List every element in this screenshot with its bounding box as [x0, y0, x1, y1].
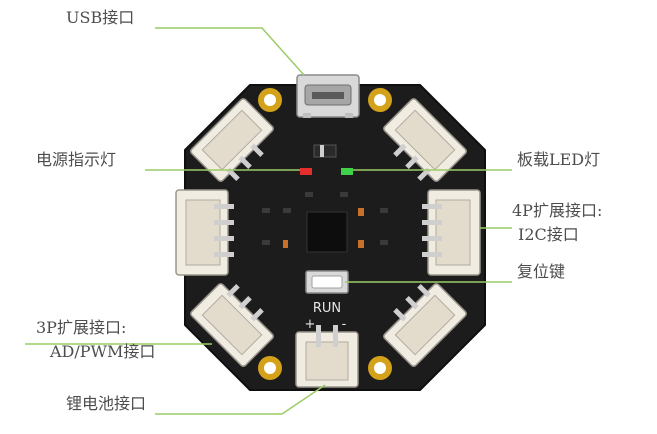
ad-pwm-connector: [190, 283, 274, 367]
mounting-hole: [258, 356, 282, 380]
onboard-led-label: 板载LED灯: [517, 150, 601, 169]
minus-silkscreen: -: [342, 317, 347, 332]
usb-port-label: USB接口: [66, 8, 135, 27]
ad-pwm-port-label-line2: AD/PWM接口: [50, 342, 156, 361]
i2c-connector: [422, 189, 481, 276]
mounting-hole: [258, 88, 282, 112]
mounting-hole: [368, 88, 392, 112]
run-silkscreen: RUN: [313, 301, 341, 316]
bottom-right-connector: [383, 283, 467, 367]
battery-leader-line: [155, 384, 326, 415]
top-left-connector: [190, 98, 274, 182]
battery-port-label: 锂电池接口: [66, 394, 147, 413]
mounting-hole: [368, 356, 392, 380]
main-chip: [306, 211, 348, 253]
power-led: [300, 168, 312, 175]
reset-button: [305, 270, 349, 294]
usb-connector: [296, 74, 360, 118]
i2c-port-label-line1: 4P扩展接口:: [512, 201, 603, 220]
battery-connector: [295, 325, 359, 388]
left-side-connector: [175, 189, 234, 276]
plus-silkscreen: +: [305, 317, 316, 332]
top-right-connector: [383, 98, 467, 182]
i2c-port-label-line2: I2C接口: [518, 225, 579, 244]
ad-pwm-port-label-line1: 3P扩展接口:: [36, 318, 127, 337]
diode: [313, 144, 337, 158]
onboard-led: [341, 168, 353, 175]
power-indicator-label: 电源指示灯: [36, 150, 117, 169]
usb-leader-line: [155, 27, 305, 76]
reset-button-label: 复位键: [517, 262, 566, 281]
smd-components: [262, 192, 388, 248]
